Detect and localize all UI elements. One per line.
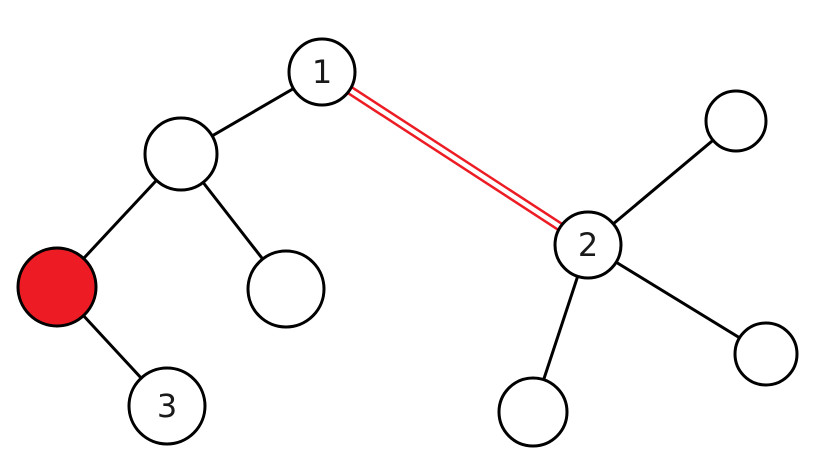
node-1: 1 — [287, 37, 357, 107]
node-unlabeled-upper-left-circle — [143, 116, 219, 192]
node-2: 2 — [553, 210, 623, 280]
edge-double-n1-n2-line1 — [319, 73, 587, 249]
edge-double-n1-n2-line2 — [323, 68, 591, 244]
node-3-label: 3 — [157, 387, 177, 425]
node-unlabeled-top-right-circle — [704, 89, 768, 153]
node-unlabeled-bottom-right-circle — [733, 321, 799, 387]
node-unlabeled-bottom-right — [733, 321, 799, 387]
node-2-circle — [553, 210, 623, 280]
edge-n2-nBR — [587, 243, 767, 356]
node-red-highlighted — [16, 246, 98, 328]
node-3-circle — [127, 366, 207, 446]
node-unlabeled-center-left — [246, 249, 326, 329]
node-unlabeled-top-right — [704, 89, 768, 153]
node-1-circle — [287, 37, 357, 107]
node-unlabeled-upper-left — [143, 116, 219, 192]
node-unlabeled-bottom-middle-circle — [497, 376, 569, 448]
node-red-highlighted-circle — [16, 246, 98, 328]
node-unlabeled-center-left-circle — [246, 249, 326, 329]
node-1-label: 1 — [312, 53, 332, 91]
node-2-label: 2 — [578, 226, 598, 264]
node-unlabeled-bottom-middle — [497, 376, 569, 448]
node-3: 3 — [127, 366, 207, 446]
